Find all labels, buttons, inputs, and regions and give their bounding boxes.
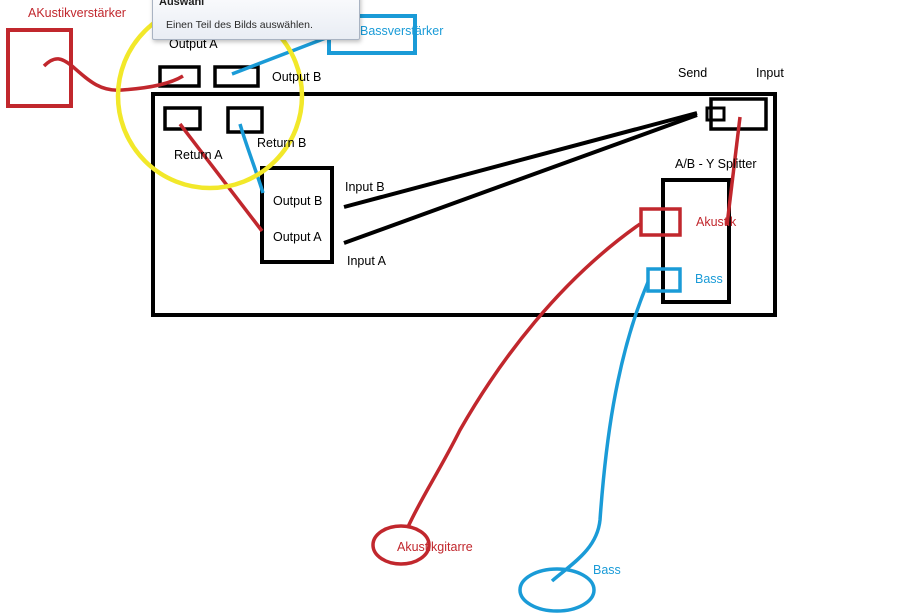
output-b-jack <box>213 65 260 88</box>
return-a-label: Return A <box>174 148 223 162</box>
acoustic-amp-box <box>6 28 73 108</box>
send-label: Send <box>678 66 708 80</box>
acoustic-guitar-label: Akustikgitarre <box>397 540 473 554</box>
acoustic-guitar-circle <box>371 524 431 566</box>
cable-return-a <box>178 122 264 233</box>
main-unit-box <box>151 92 777 317</box>
tooltip-title: Auswahl <box>159 0 205 8</box>
box-output-a-label: Output A <box>273 230 322 244</box>
output-b-top-label: Output B <box>272 70 322 84</box>
bass-guitar-label: Bass <box>593 563 621 577</box>
input-a-label: Input A <box>347 254 386 268</box>
cable-bass-guitar <box>550 281 650 583</box>
cable-input-akustik <box>725 116 742 226</box>
akustik-port-label: Akustik <box>696 215 737 229</box>
selection-tooltip: Auswahl Einen Teil des Bilds auswählen. <box>152 0 360 40</box>
bass-port <box>646 267 682 293</box>
acoustic-amp-label: AKustikverstärker <box>28 6 126 20</box>
splitter-box <box>661 178 731 304</box>
cable-input-a <box>343 113 698 245</box>
cable-return-b <box>238 123 265 194</box>
splitter-label: A/B - Y Splitter <box>675 157 757 171</box>
bass-guitar-circle <box>518 567 596 613</box>
bass-amp-label: Bassverstärker <box>360 24 444 38</box>
bass-port-label: Bass <box>695 272 723 286</box>
return-b-label: Return B <box>257 136 307 150</box>
return-b-jack <box>226 106 264 134</box>
cable-acoustic-guitar <box>406 222 642 528</box>
cable-acoustic-amp <box>42 57 184 92</box>
cable-input-b <box>343 111 698 209</box>
input-label: Input <box>756 66 784 80</box>
tooltip-text: Einen Teil des Bilds auswählen. <box>166 19 313 31</box>
inner-output-box <box>260 166 334 264</box>
send-jack <box>705 106 726 122</box>
box-output-b-label: Output B <box>273 194 323 208</box>
input-b-label: Input B <box>345 180 385 194</box>
akustik-port <box>639 207 682 237</box>
output-a-top-label: Output A <box>169 37 218 51</box>
cable-bass-amp <box>231 34 332 76</box>
output-a-jack <box>158 65 201 88</box>
